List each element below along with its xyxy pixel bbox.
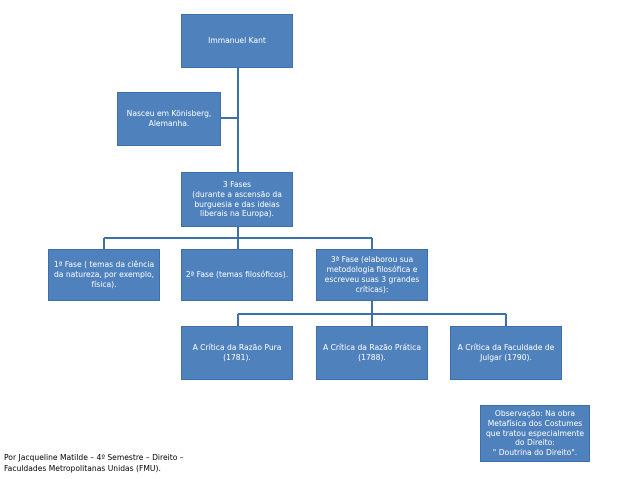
node-phase-3: 3ª Fase (elaborou sua metodologia filosó… bbox=[316, 249, 428, 301]
credit-line-2: Faculdades Metropolitanas Unidas (FMU). bbox=[4, 464, 161, 473]
node-birth-note: Nasceu em Könisberg, Alemanha. bbox=[117, 92, 221, 146]
node-critique-pure-reason: A Crítica da Razão Pura (1781). bbox=[181, 326, 293, 380]
node-critique-practical-reason: A Crítica da Razão Prática (1788). bbox=[316, 326, 428, 380]
node-phase-1: 1ª Fase ( temas da ciência da natureza, … bbox=[48, 249, 160, 301]
observation-text: Observação: Na obra Metafísica dos Costu… bbox=[485, 408, 585, 458]
node-observation: Observação: Na obra Metafísica dos Costu… bbox=[480, 405, 590, 462]
node-critique-judgment: A Crítica da Faculdade de Julgar (1790). bbox=[450, 326, 562, 380]
credit-line-1: Por Jacqueline Matilde – 4º Semestre – D… bbox=[4, 453, 184, 462]
author-credit: Por Jacqueline Matilde – 4º Semestre – D… bbox=[4, 452, 184, 474]
node-phase-2: 2ª Fase (temas filosóficos). bbox=[181, 249, 293, 301]
node-three-phases: 3 Fases (durante a ascensão da burguesia… bbox=[181, 172, 293, 227]
node-immanuel-kant: Immanuel Kant bbox=[181, 14, 293, 68]
